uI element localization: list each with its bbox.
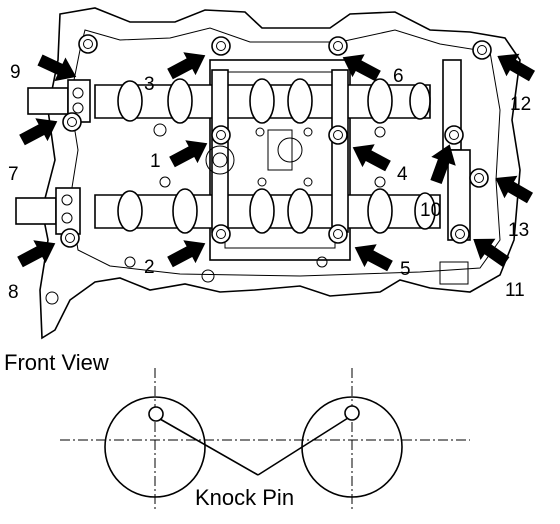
bolt-label-10: 10: [420, 200, 441, 221]
upper-camshaft: [27, 78, 431, 124]
bolt-label-13: 13: [508, 220, 529, 241]
bolt-label-6: 6: [393, 66, 404, 87]
right-knock-pin: [344, 405, 360, 421]
bolt-label-12: 12: [510, 94, 531, 115]
knock-pin-label: Knock Pin: [195, 485, 294, 510]
lower-camshaft: [15, 187, 441, 235]
left-camshaft-end: [104, 396, 206, 498]
bolt-label-7: 7: [8, 164, 19, 185]
bolt-label-4: 4: [397, 164, 408, 185]
bolts: [60, 34, 492, 248]
front-view-label: Front View: [4, 350, 109, 375]
bolt-label-8: 8: [8, 282, 19, 303]
bolt-number-labels: 1 2 3 4 5 6 7 8 9 10 11 12 13: [8, 62, 531, 303]
bolt-label-2: 2: [144, 257, 155, 278]
front-view-drawing: [60, 368, 470, 512]
left-knock-pin: [148, 406, 164, 422]
bolt-label-5: 5: [400, 259, 411, 280]
bolt-label-11: 11: [505, 280, 525, 301]
bolt-label-1: 1: [150, 151, 161, 172]
bolt-label-3: 3: [144, 74, 155, 95]
cylinder-head-drawing: [15, 7, 521, 340]
bolt-label-9: 9: [10, 62, 21, 83]
